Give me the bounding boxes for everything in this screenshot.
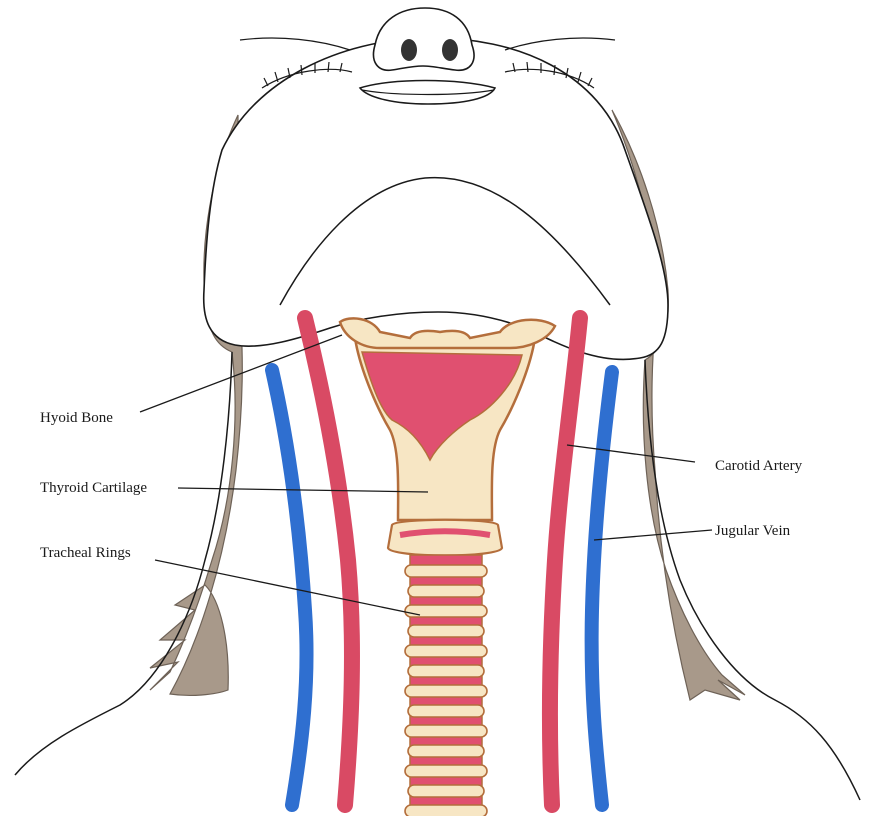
tracheal-ring bbox=[405, 645, 487, 657]
label-hyoid-bone: Hyoid Bone bbox=[40, 410, 113, 426]
tracheal-ring bbox=[405, 805, 487, 816]
tracheal-ring bbox=[405, 565, 487, 577]
hyoid-bone bbox=[340, 318, 555, 348]
tracheal-ring bbox=[408, 745, 484, 757]
right-nostril bbox=[442, 39, 458, 61]
label-thyroid-cartilage: Thyroid Cartilage bbox=[40, 480, 147, 496]
carotid-artery-right bbox=[550, 318, 580, 805]
left-nostril bbox=[401, 39, 417, 61]
tracheal-ring bbox=[408, 625, 484, 637]
cricoid-cartilage bbox=[388, 520, 502, 556]
carotid-artery-left bbox=[305, 318, 352, 805]
jugular-vein-right bbox=[592, 372, 612, 805]
neck-right-outline bbox=[645, 360, 860, 800]
tracheal-ring bbox=[408, 705, 484, 717]
nose bbox=[374, 8, 475, 70]
thyroid-cartilage-leader bbox=[178, 488, 428, 492]
label-jugular-vein: Jugular Vein bbox=[715, 523, 791, 539]
carotid-artery-leader bbox=[567, 445, 695, 462]
tracheal-ring bbox=[405, 605, 487, 617]
tracheal-ring bbox=[408, 585, 484, 597]
tracheal-ring bbox=[405, 685, 487, 697]
tracheal-ring bbox=[405, 765, 487, 777]
label-tracheal-rings: Tracheal Rings bbox=[40, 545, 131, 561]
tracheal-ring bbox=[405, 725, 487, 737]
tracheal-ring bbox=[408, 665, 484, 677]
tracheal-ring bbox=[408, 785, 484, 797]
label-carotid-artery: Carotid Artery bbox=[715, 458, 803, 474]
jugular-vein-leader bbox=[594, 530, 712, 540]
